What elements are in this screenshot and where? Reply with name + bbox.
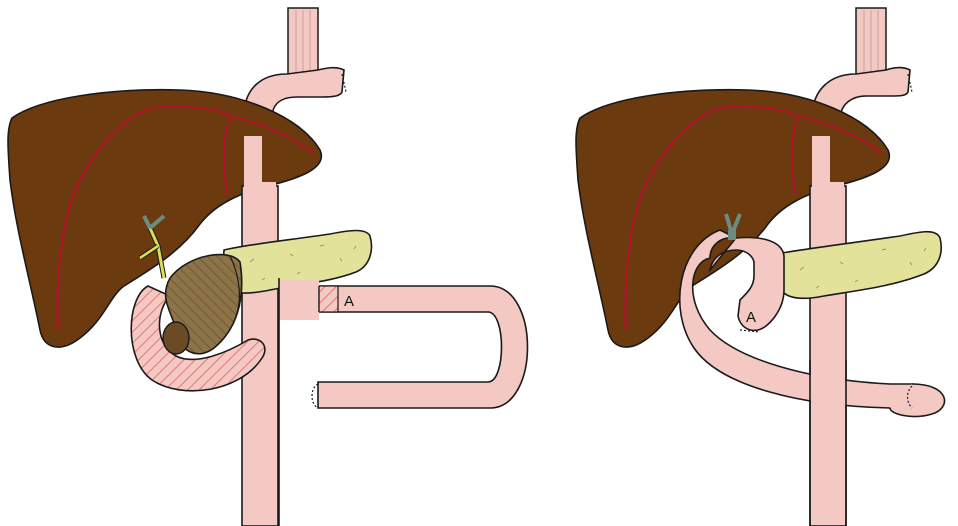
jejunal-limb-vertical bbox=[810, 136, 846, 526]
before-resection-panel: A bbox=[0, 0, 560, 526]
esophagus bbox=[856, 8, 886, 78]
esophagus bbox=[288, 8, 318, 78]
anastomosis-label-a: A bbox=[746, 309, 756, 326]
tumor-pancreatic-head bbox=[163, 255, 242, 354]
before-resection-illustration: A bbox=[0, 0, 560, 526]
after-reconstruction-illustration: A bbox=[560, 0, 958, 526]
pancreas bbox=[776, 232, 941, 299]
after-reconstruction-panel: A bbox=[560, 0, 958, 526]
anastomosis-label-a: A bbox=[344, 293, 354, 310]
jejunal-limb-vertical bbox=[242, 136, 278, 526]
